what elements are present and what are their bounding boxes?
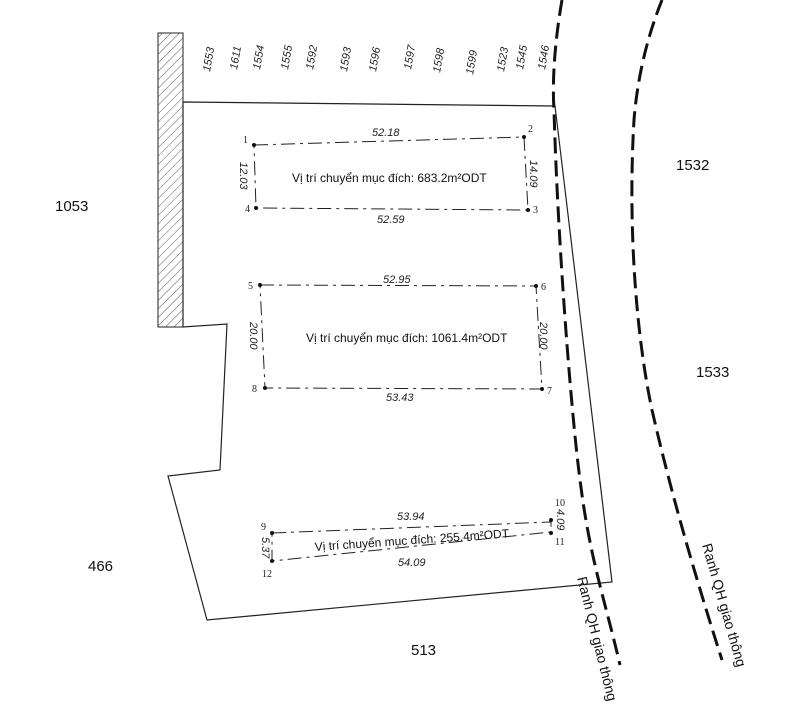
point-label: 2 [528, 124, 533, 135]
corner-point [540, 387, 544, 391]
corner-point [258, 283, 262, 287]
road-boundary-label: Ranh QH giao thông [574, 575, 620, 703]
point-label: 11 [555, 537, 565, 548]
dimension: 20.00 [537, 321, 549, 350]
corner-point [549, 531, 553, 535]
dimension: 52.18 [372, 127, 400, 139]
corner-point [254, 206, 258, 210]
parcel-number: 1545 [514, 43, 530, 70]
dimension: 52.95 [383, 274, 411, 286]
parcel-number: 1598 [431, 46, 447, 73]
neighbor-parcel-513: 513 [411, 642, 436, 659]
parcel-number: 1555 [279, 43, 295, 70]
parcel-number: 1592 [304, 44, 320, 70]
dimension: 14.09 [527, 160, 539, 188]
corner-point [270, 559, 274, 563]
dimension: 5.37 [259, 537, 271, 559]
neighbor-parcel-1532: 1532 [676, 157, 709, 174]
corner-point [263, 386, 267, 390]
zone-label: Vị trí chuyển mục đích: 683.2m²ODT [292, 171, 487, 185]
parcel-number: 1546 [536, 43, 552, 70]
dimension: 52.59 [377, 214, 405, 226]
zone-2: 5 6 7 8 52.95 53.43 20.00 20.00 Vị trí c… [247, 274, 552, 404]
neighbor-parcel-1533: 1533 [696, 364, 729, 381]
point-label: 12 [262, 569, 272, 580]
neighbor-parcel-466: 466 [88, 558, 113, 575]
corner-point [270, 531, 274, 535]
zone-1: 1 2 3 4 52.18 52.59 12.03 14.09 Vị trí c… [237, 124, 539, 226]
dimension: 53.94 [397, 511, 425, 523]
point-label: 1 [243, 135, 248, 146]
point-label: 4 [245, 204, 250, 215]
dimension: 4.09 [554, 509, 566, 530]
dimension: 54.09 [398, 557, 426, 569]
point-label: 5 [248, 281, 253, 292]
parcel-number: 1599 [464, 49, 480, 75]
parcel-boundary [167, 101, 613, 621]
corner-point [526, 208, 530, 212]
dimension: 12.03 [237, 162, 249, 190]
dimension: 20.00 [247, 321, 259, 350]
road-boundary-line-1 [551, 0, 622, 666]
parcel-number: 1611 [228, 45, 244, 70]
zone-label: Vị trí chuyển mục đích: 1061.4m²ODT [306, 331, 508, 345]
zone-3: 9 10 11 12 53.94 54.09 5.37 4.09 Vị trí … [259, 498, 566, 580]
corner-point [549, 518, 553, 522]
point-label: 10 [555, 498, 565, 509]
parcel-number: 1596 [367, 45, 383, 72]
corner-point [522, 135, 526, 139]
top-parcel-labels: 1553 1611 1554 1555 1592 1593 1596 1597 … [201, 43, 552, 75]
parcel-number: 1553 [201, 45, 217, 72]
point-label: 6 [541, 282, 546, 293]
parcel-number: 1554 [251, 44, 267, 70]
point-label: 9 [261, 522, 266, 533]
dimension: 53.43 [386, 392, 414, 404]
corner-point [534, 284, 538, 288]
road-boundary-label: Ranh QH giao thông [699, 541, 750, 668]
road-boundary-line-2 [630, 0, 724, 661]
parcel-number: 1597 [402, 43, 418, 70]
point-label: 7 [547, 386, 552, 397]
neighbor-parcel-1053: 1053 [55, 198, 88, 215]
point-label: 3 [533, 205, 538, 216]
point-label: 8 [252, 384, 257, 395]
corner-point [252, 143, 256, 147]
zone-label: Vị trí chuyển mục đích: 255.4m²ODT [314, 526, 510, 554]
parcel-number: 1593 [338, 45, 354, 72]
hatched-wall [157, 32, 184, 328]
parcel-number: 1523 [495, 45, 511, 72]
